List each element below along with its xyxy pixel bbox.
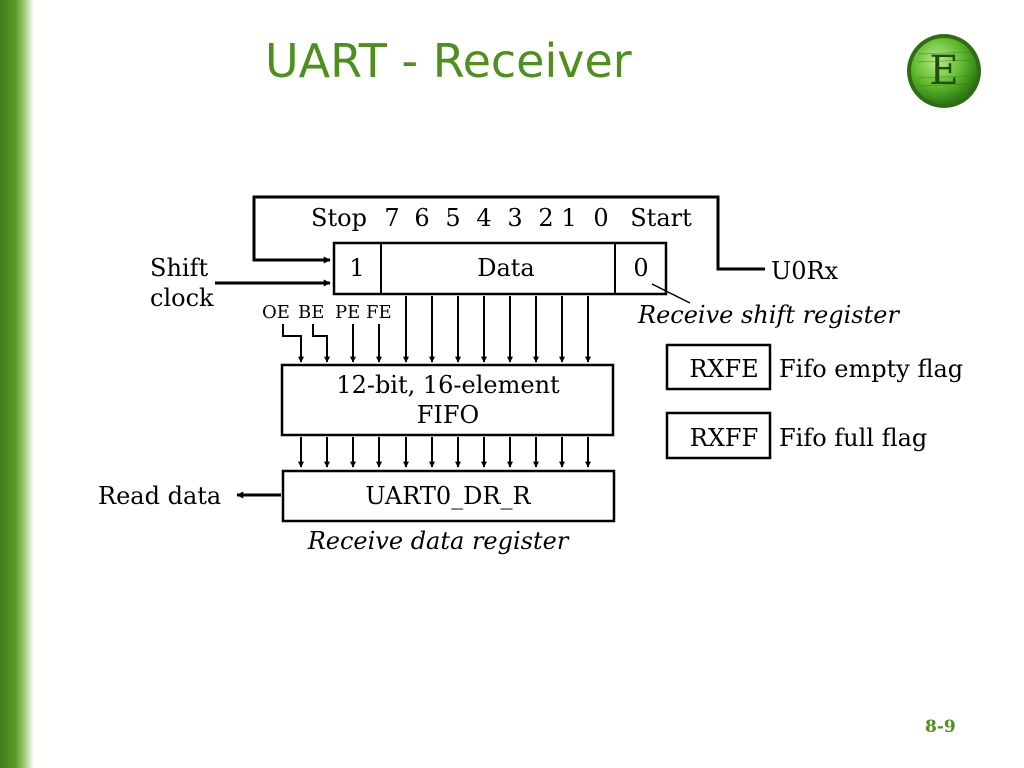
fifo-label-line1: 12-bit, 16-element	[336, 371, 560, 399]
logo-letter: E	[929, 48, 958, 94]
shift-register-callout	[651, 283, 691, 304]
frame-label-bit-1: 1	[561, 204, 576, 232]
rxff-flag-name: RXFF	[690, 424, 758, 452]
data-register-caption: Receive data register	[307, 527, 570, 555]
error-flag-fe: FE	[366, 302, 392, 323]
rx-pin-label: U0Rx	[771, 257, 839, 285]
data-register-name: UART0_DR_R	[365, 482, 531, 510]
fifo-box	[280, 363, 615, 437]
error-flag-be: BE	[298, 302, 324, 323]
rx-input-line	[252, 195, 765, 271]
rxfe-flag-box	[665, 343, 772, 391]
frame-label-bit-3: 3	[507, 204, 522, 232]
fifo-output-arrows	[298, 437, 591, 468]
error-flag-arrow-oe	[282, 324, 304, 363]
frame-label-bit-4: 4	[476, 204, 491, 232]
textbook-logo-icon: E	[907, 34, 981, 108]
error-flag-oe: OE	[262, 302, 290, 323]
page-number: 8-9	[925, 717, 956, 737]
shift-clock-label-line1: Shift	[150, 254, 208, 282]
frame-label-bit-0: 0	[593, 204, 608, 232]
shift-register-data: Data	[477, 254, 535, 282]
slide-title: UART - Receiver	[265, 34, 632, 88]
error-flag-pe: PE	[335, 302, 360, 323]
rxfe-flag-description: Fifo empty flag	[779, 355, 963, 383]
error-flag-arrow-be	[312, 324, 330, 363]
frame-label-bit-5: 5	[445, 204, 460, 232]
frame-label-bit-6: 6	[414, 204, 429, 232]
shift-clock-label-line2: clock	[150, 284, 214, 312]
frame-label-start: Start	[630, 204, 692, 232]
frame-label-bit-2: 2	[538, 204, 553, 232]
fifo-label-line2: FIFO	[417, 401, 479, 429]
data-register-box	[281, 469, 616, 523]
read-data-label: Read data	[98, 482, 221, 510]
rxfe-flag-name: RXFE	[689, 355, 758, 383]
shift-register-stop-bit: 1	[349, 254, 364, 282]
rxff-flag-description: Fifo full flag	[779, 424, 927, 452]
left-accent-bar	[0, 0, 34, 768]
receive-shift-register	[332, 241, 668, 296]
rxff-flag-box	[665, 411, 772, 460]
shift-register-start-bit: 0	[633, 254, 648, 282]
shift-register-caption: Receive shift register	[637, 301, 900, 329]
data-bit-arrows	[403, 296, 591, 363]
frame-label-bit-7: 7	[384, 204, 399, 232]
frame-label-stop: Stop	[311, 204, 367, 232]
